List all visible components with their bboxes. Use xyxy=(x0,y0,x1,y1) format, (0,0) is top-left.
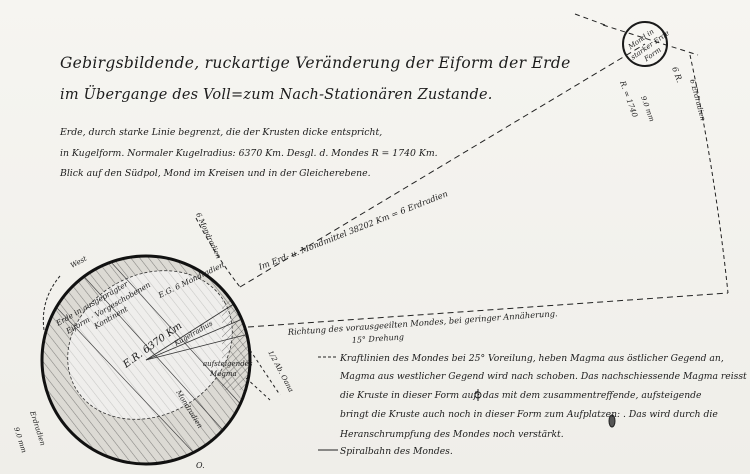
short-dash-2 xyxy=(245,377,271,401)
rotation-label: 15° Drehung xyxy=(352,332,405,345)
right-arc-label: 6 Erdradien xyxy=(688,78,707,122)
earth-upper-arc xyxy=(195,217,241,288)
moon-r-label: 6 R. xyxy=(670,66,684,84)
earth-arc-bottom: O. xyxy=(196,461,205,470)
description-line-3: Blick auf den Südpol, Mond im Kreisen un… xyxy=(60,168,371,179)
short-label: 1/2 Ab. Oana xyxy=(266,349,295,393)
direction-line xyxy=(247,292,729,328)
distance-label: Im Erd- u. Mondmittel 38202 Km = 6 Erdra… xyxy=(256,188,449,272)
moon: Mond in starker Erde Form xyxy=(622,21,671,67)
note-line-5: Heranschrumpfung des Mondes noch verstär… xyxy=(340,429,564,440)
earth-inner-b: aufsteigendes xyxy=(203,360,253,368)
moon-orbit-arc xyxy=(689,54,729,294)
moon-guide-line-2 xyxy=(574,13,606,26)
direction-label: Richtung des vorausgeeilten Mondes, bei … xyxy=(286,308,557,337)
note-line-4: bringt die Kruste auch noch in dieser Fo… xyxy=(340,409,718,420)
sw-label-1: Erdradien xyxy=(28,409,47,447)
moon-km-label: R. = 1740 xyxy=(618,79,640,119)
moon-small-label: 9.0 mm xyxy=(639,95,656,123)
note-line-1: Kraftlinien des Mondes bei 25° Voreilung… xyxy=(340,353,724,364)
fracture-symbol-2 xyxy=(608,414,616,428)
diagram-title: Gebirgsbildende, ruckartige Veränderung … xyxy=(60,54,571,72)
note-line-6: Spiralbahn des Mondes. xyxy=(340,446,453,457)
earth xyxy=(40,254,252,466)
sw-label-2: 9.0 mm xyxy=(12,426,28,454)
upper-arc-label: 6 Mondradien xyxy=(194,211,223,260)
moon-circle xyxy=(622,21,668,67)
earth-west-label: West xyxy=(69,255,88,270)
distance-line xyxy=(239,43,646,288)
description-line-2: in Kugelform. Normaler Kugelradius: 6370… xyxy=(60,148,438,159)
moon-guide-line xyxy=(602,24,699,56)
note-line-3: die Kruste in dieser Form auf: das mit d… xyxy=(340,390,702,401)
earth-crust-circle xyxy=(40,254,252,466)
fracture-symbol-1 xyxy=(474,389,482,401)
diagram-subtitle: im Übergange des Voll=zum Nach-Stationär… xyxy=(60,87,493,103)
earth-inner-c: Magma xyxy=(209,370,237,378)
note-line-2: Magma aus westlicher Gegend wird nach sc… xyxy=(340,371,747,382)
description-line-1: Erde, durch starke Linie begrenzt, die d… xyxy=(60,127,383,138)
